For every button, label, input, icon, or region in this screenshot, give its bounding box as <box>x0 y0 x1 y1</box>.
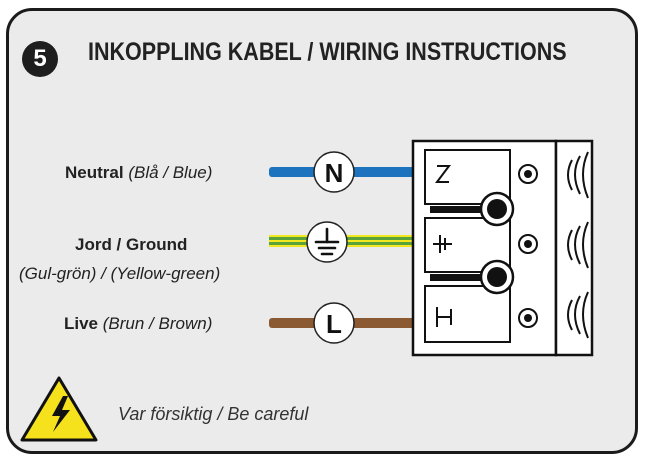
live-symbol: L <box>313 302 355 344</box>
ground-symbol <box>306 221 348 263</box>
neutral-symbol: N <box>313 151 355 193</box>
ground-note-label: (Gul-grön) / (Yellow-green) <box>19 264 220 284</box>
ground-name: Jord / Ground <box>75 235 188 254</box>
neutral-note: (Blå / Blue) <box>128 163 213 182</box>
live-note: (Brun / Brown) <box>102 314 213 333</box>
ground-label: Jord / Ground <box>75 235 187 255</box>
neutral-name: Neutral <box>65 163 124 182</box>
terminal-block <box>411 139 594 357</box>
screw-top <box>479 191 515 227</box>
live-name: Live <box>64 314 99 333</box>
earth-icon <box>314 227 340 256</box>
screw-bottom <box>479 259 515 295</box>
warning-text: Var försiktig / Be careful <box>118 404 309 424</box>
svg-text:N: N <box>325 158 344 188</box>
step-number-badge: 5 <box>22 41 58 77</box>
page-title: INKOPPLING KABEL / WIRING INSTRUCTIONS <box>88 38 567 66</box>
live-label: Live (Brun / Brown) <box>64 314 212 334</box>
svg-text:L: L <box>326 309 342 339</box>
high-voltage-warning-icon <box>20 376 98 442</box>
neutral-label: Neutral (Blå / Blue) <box>65 163 212 183</box>
ground-note: (Gul-grön) / (Yellow-green) <box>19 264 221 283</box>
